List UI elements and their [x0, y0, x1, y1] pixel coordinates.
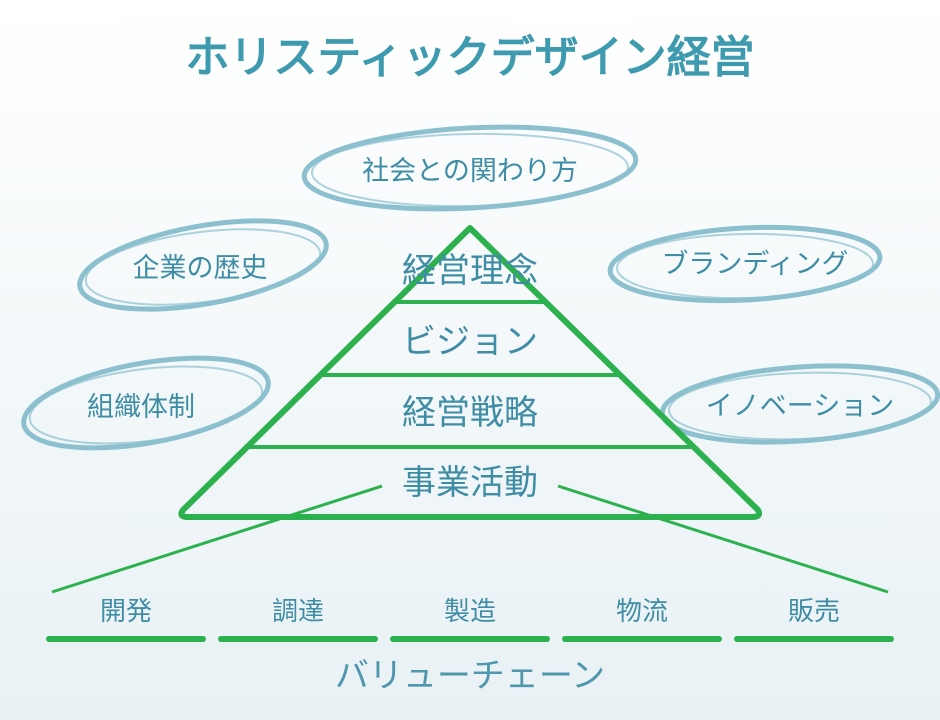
value-chain-item-procurement: 調達: [272, 597, 324, 627]
outer-concept-label: 社会との関わり方: [362, 156, 578, 187]
outer-concept-label: 企業の歴史: [133, 253, 268, 284]
outer-concept-branding: ブランディング: [607, 224, 883, 304]
value-chain: 開発 調達 製造 物流 販売 バリューチェーン: [46, 597, 894, 696]
value-chain-item-manufacturing: 製造: [444, 597, 496, 627]
funnel-line-right: [557, 484, 889, 594]
value-chain-item-sales: 販売: [788, 597, 840, 627]
pyramid: 経営理念 ビジョン 経営戦略 事業活動: [178, 225, 763, 520]
outer-concept-label: ブランディング: [661, 249, 848, 280]
outer-concept-history: 企業の歴史: [77, 218, 329, 312]
value-chain-item-logistics: 物流: [616, 597, 668, 627]
pyramid-layer-philosophy: 経営理念: [402, 251, 538, 291]
pyramid-layer-vision: ビジョン: [402, 322, 538, 362]
pyramid-layer-strategy: 経営戦略: [402, 393, 538, 433]
pyramid-outline: [178, 225, 763, 520]
outer-concept-label: イノベーション: [706, 391, 894, 422]
diagram-title: ホリスティックデザイン経営: [185, 32, 754, 83]
value-chain-item-development: 開発: [100, 597, 152, 627]
outer-concept-label: 組織体制: [87, 392, 195, 423]
outer-concept-innovation: イノベーション: [659, 363, 940, 445]
outer-concept-organization: 組織体制: [21, 355, 271, 451]
funnel-line-left: [51, 484, 383, 594]
outer-concept-society: 社会との関わり方: [301, 124, 639, 212]
value-chain-label: バリューチェーン: [335, 656, 605, 696]
pyramid-layer-operations: 事業活動: [402, 463, 538, 503]
